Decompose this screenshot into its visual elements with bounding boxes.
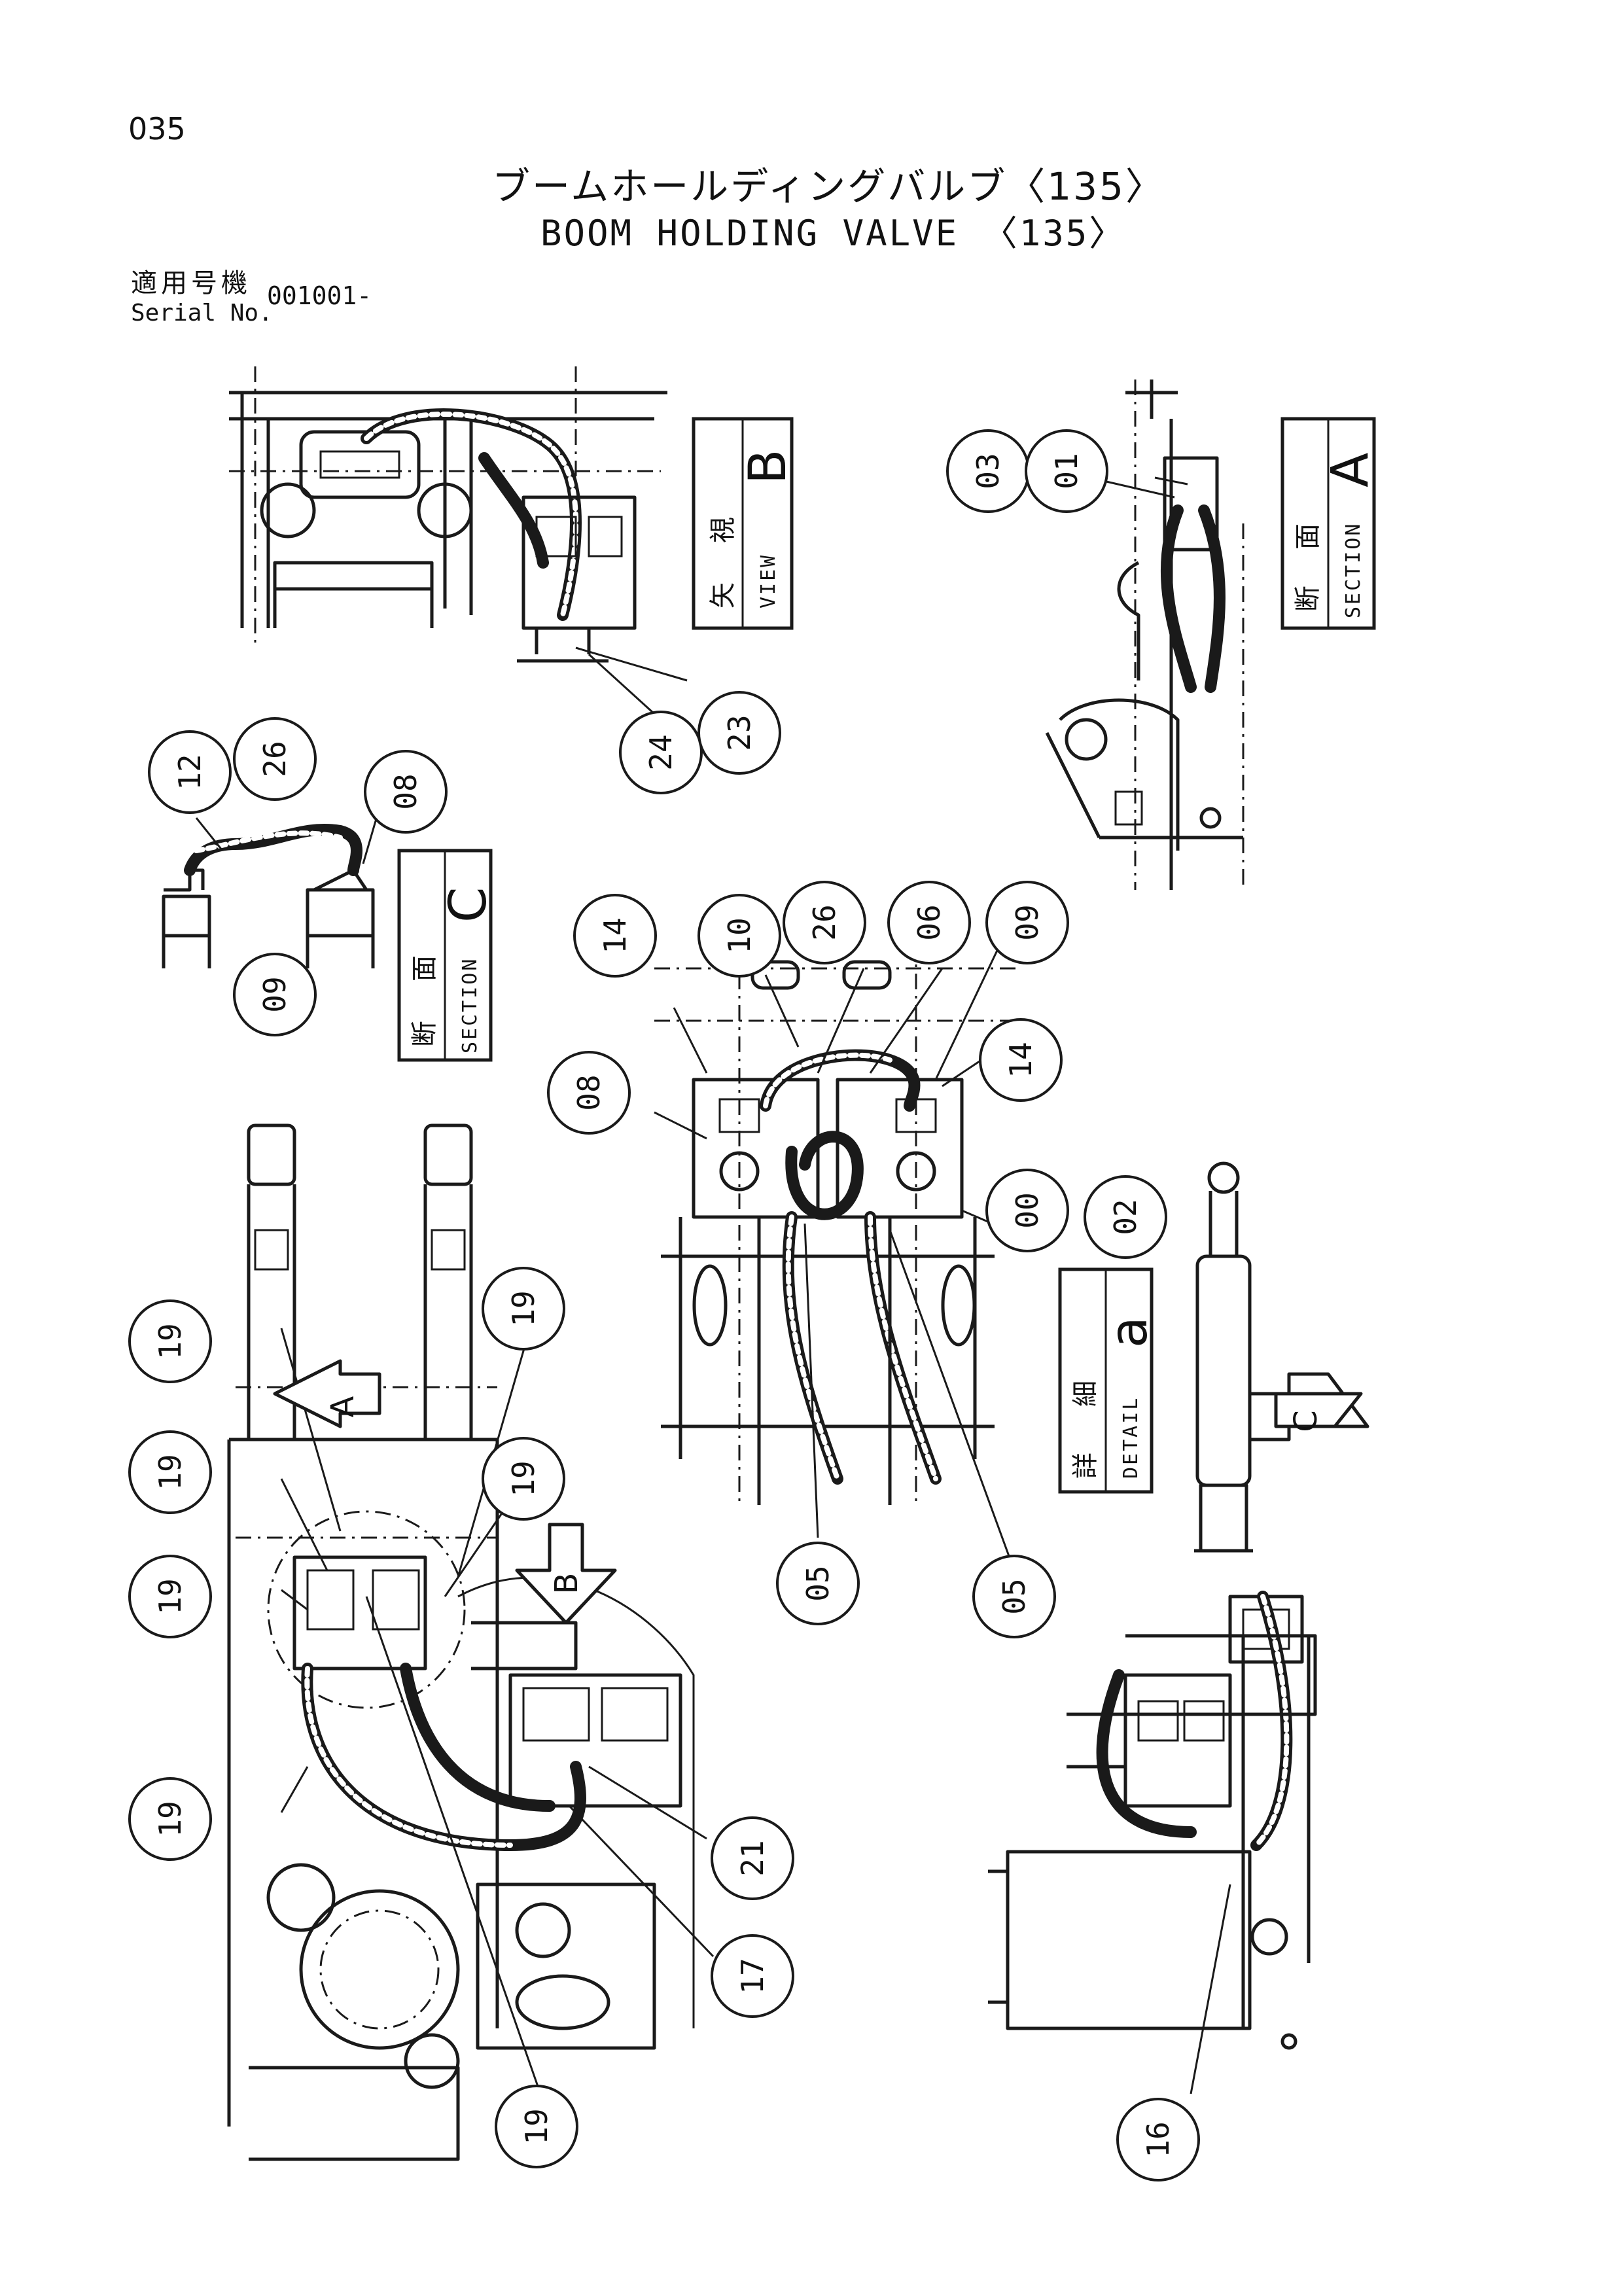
callout-number: 17 [735,1958,770,1994]
section-c-english: SECTION [459,957,482,1053]
callout-number: 05 [800,1565,836,1601]
serial-label-english: Serial No. [131,300,273,327]
callout-circle [972,1555,1056,1638]
section-c-letter: C [439,887,498,923]
callout-number: 19 [506,1290,541,1326]
callout-number: 26 [257,741,292,777]
callout-number: 19 [519,2108,554,2144]
arrow-c-letter: C [1288,1410,1324,1432]
section-a-kanji2: 面 [1293,523,1323,550]
section-c-kanji2: 面 [410,955,440,981]
callout-circle [482,1267,565,1351]
main-right-drawing [988,1161,1317,2094]
section-a-kanji1: 断 [1293,586,1323,612]
callout-number: 06 [911,904,947,940]
callout-circle [128,1299,212,1383]
callout-number: 24 [643,734,679,770]
section-a-english: SECTION [1342,522,1365,618]
callout-circle [233,953,317,1036]
callout-circle [128,1430,212,1514]
callout-number: 14 [597,917,633,953]
callout-circle [711,1934,794,2018]
callout-circle [1116,2098,1200,2181]
detail-drawing [654,942,1021,1571]
detail-letter: a [1100,1316,1159,1348]
callout-number: 10 [722,917,757,953]
callout-circle [619,711,703,794]
callout-number: 26 [807,904,842,940]
callout-circle [979,1018,1063,1102]
title-japanese: ブームホールディングバルブ〈135〉 [492,164,1165,209]
callout-number: 02 [1108,1199,1143,1235]
callout-circle [547,1051,631,1135]
detail-kanji1: 詳 [1070,1453,1101,1479]
page-number: 035 [128,111,186,147]
callout-circle [128,1777,212,1861]
callout-number: 12 [172,754,207,790]
direction-arrow-c: C [1248,1372,1369,1441]
callout-number: 19 [506,1460,541,1496]
view-b-kanji2: 視 [708,517,738,543]
view-b-label: 矢 視 VIEW B [692,417,798,630]
view-b-english: VIEW [757,554,780,609]
serial-value: 001001- [267,281,372,310]
callout-circle [711,1816,794,1900]
callout-circle [495,2085,578,2168]
detail-english: DETAIL [1120,1396,1142,1479]
callout-circle [776,1542,860,1625]
section-c-label: 断 面 SECTION C [397,849,498,1062]
title-english: BOOM HOLDING VALVE 〈135〉 [540,213,1127,254]
callout-circle [697,894,781,978]
callout-number: 08 [571,1074,607,1110]
callout-number: 21 [735,1840,770,1876]
callout-circle [482,1437,565,1521]
callout-circle [573,894,657,978]
callout-number: 05 [997,1578,1032,1614]
callout-number: 19 [152,1801,188,1837]
arrow-b-letter: B [548,1573,585,1595]
callout-number: 19 [152,1454,188,1490]
direction-arrow-b: B [515,1523,617,1625]
view-b-kanji1: 矢 [708,582,738,609]
callout-number: 03 [970,453,1006,489]
callout-circle [233,717,317,801]
callout-number: 01 [1049,453,1084,489]
section-a-drawing [1045,380,1244,890]
callout-number: 08 [388,773,423,809]
callout-circle [985,1169,1069,1252]
callout-circle [148,730,232,814]
callout-circle [1084,1175,1167,1259]
callout-circle [887,881,971,964]
callout-number: 23 [722,715,757,751]
arrow-a-letter: A [325,1396,361,1417]
callout-number: 09 [1010,904,1045,940]
callout-number: 00 [1010,1192,1045,1228]
callout-number: 14 [1003,1042,1038,1078]
callout-number: 19 [152,1323,188,1359]
main-left-drawing [227,1123,715,2161]
serial-label-japanese: 適用号機 [131,268,251,298]
callout-number: 19 [152,1578,188,1614]
callouts: 24 23 03 01 12 26 08 09 14 10 26 06 09 14 08 00 02 05 05 19… [128,429,1200,2181]
view-b-letter: B [739,449,798,484]
callout-number: 16 [1140,2121,1176,2157]
view-b-drawing [229,366,688,721]
direction-arrow-a: A [273,1359,381,1428]
section-c-kanji1: 断 [410,1021,440,1047]
detail-label: 詳 細 DETAIL a [1058,1267,1159,1494]
section-a-letter: A [1321,453,1380,487]
callout-circle [697,691,781,775]
callout-number: 09 [257,976,292,1012]
callout-circle [783,881,866,964]
callout-circle [128,1555,212,1638]
callout-circle [985,881,1069,964]
callout-circle [1025,429,1108,513]
callout-circle [364,750,448,834]
detail-kanji2: 細 [1070,1381,1101,1407]
section-a-label: 断 面 SECTION A [1280,417,1380,630]
